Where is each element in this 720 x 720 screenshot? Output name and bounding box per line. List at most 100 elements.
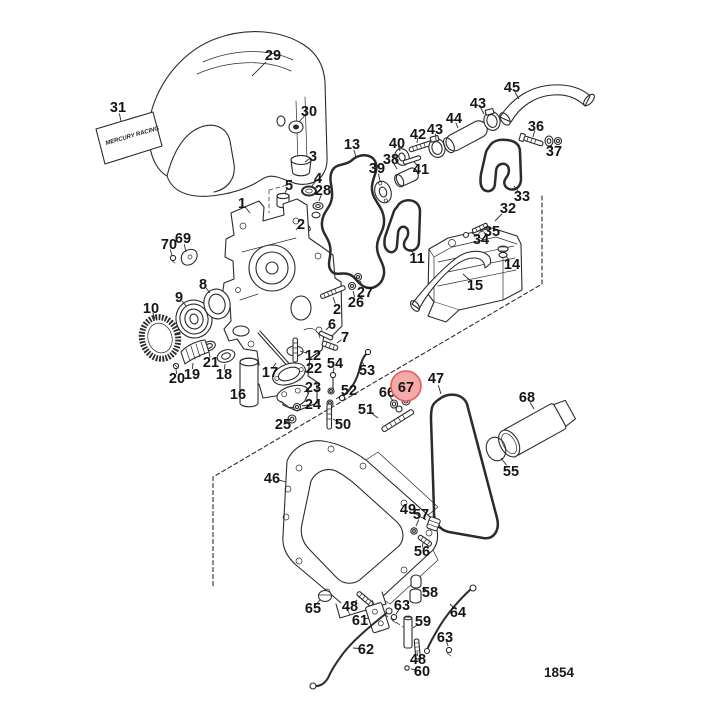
part-callout-58[interactable]: 58 (422, 585, 438, 601)
part-callout-47[interactable]: 47 (428, 371, 444, 387)
diagram-number: 1854 (544, 665, 575, 680)
part-callout-16[interactable]: 16 (230, 387, 246, 403)
part-callout-40[interactable]: 40 (389, 136, 405, 152)
leader-line-33 (513, 185, 519, 192)
part-callout-22[interactable]: 22 (306, 361, 322, 377)
part-callout-65[interactable]: 65 (305, 601, 321, 617)
part-callout-13[interactable]: 13 (344, 137, 360, 153)
part-callout-30[interactable]: 30 (301, 104, 317, 120)
part-callout-60[interactable]: 60 (414, 664, 430, 680)
part-callout-9[interactable]: 9 (175, 290, 183, 306)
part-callout-10[interactable]: 10 (143, 301, 159, 317)
part-callout-48-2[interactable]: 48 (410, 652, 426, 668)
part-callout-32[interactable]: 32 (500, 201, 516, 217)
part-callout-3[interactable]: 3 (309, 149, 317, 165)
part-callout-2-2[interactable]: 2 (333, 302, 341, 318)
leader-line-2-2 (332, 296, 336, 304)
part-callout-31[interactable]: 31 (110, 100, 126, 116)
part-callout-62[interactable]: 62 (358, 642, 374, 658)
part-callout-44[interactable]: 44 (446, 111, 462, 127)
part-callout-38[interactable]: 38 (383, 152, 399, 168)
leader-line-40 (397, 146, 401, 152)
leader-line-14 (505, 255, 510, 261)
leader-line-15 (462, 273, 470, 281)
part-callout-45[interactable]: 45 (504, 80, 520, 96)
part-callout-63-2[interactable]: 63 (437, 630, 453, 646)
part-callout-51[interactable]: 51 (358, 402, 374, 418)
part-callout-68[interactable]: 68 (519, 390, 535, 406)
leader-line-20 (175, 368, 178, 374)
part-callout-43[interactable]: 43 (427, 122, 443, 138)
part-callout-15[interactable]: 15 (467, 278, 483, 294)
part-callout-26[interactable]: 26 (348, 295, 364, 311)
part-callout-53[interactable]: 53 (359, 363, 375, 379)
leader-line-28 (318, 194, 322, 202)
part-callout-14[interactable]: 14 (504, 257, 520, 273)
highlight-circle (390, 370, 422, 402)
part-callout-18[interactable]: 18 (216, 367, 232, 383)
part-callout-61[interactable]: 61 (352, 613, 368, 629)
part-callout-25[interactable]: 25 (275, 417, 291, 433)
part-callout-64[interactable]: 64 (450, 605, 466, 621)
part-callout-2[interactable]: 2 (297, 217, 305, 233)
part-callout-12[interactable]: 12 (305, 348, 321, 364)
part-callout-34[interactable]: 34 (473, 232, 489, 248)
leader-line-17 (272, 362, 277, 369)
part-callout-20[interactable]: 20 (169, 371, 185, 387)
part-callout-67[interactable]: 67 (398, 380, 414, 396)
part-callout-5[interactable]: 5 (285, 178, 293, 194)
part-callout-21[interactable]: 21 (203, 355, 219, 371)
part-callout-46[interactable]: 46 (264, 471, 280, 487)
part-callout-8[interactable]: 8 (199, 277, 207, 293)
leader-line-59 (412, 623, 419, 629)
part-callout-6[interactable]: 6 (328, 317, 336, 333)
part-callout-57[interactable]: 57 (413, 507, 429, 523)
part-callout-52[interactable]: 52 (341, 383, 357, 399)
part-callout-39[interactable]: 39 (369, 161, 385, 177)
part-callout-23[interactable]: 23 (305, 380, 321, 396)
part-callout-69[interactable]: 69 (175, 231, 191, 247)
leader-lines (118, 61, 554, 671)
part-callout-28[interactable]: 28 (315, 183, 331, 199)
leader-line-32 (494, 213, 503, 222)
hose-45-art (499, 84, 595, 126)
part-callout-37[interactable]: 37 (546, 144, 562, 160)
part-callout-50[interactable]: 50 (335, 417, 351, 433)
part-callout-36[interactable]: 36 (528, 119, 544, 135)
part-callout-42[interactable]: 42 (410, 127, 426, 143)
leader-line-45 (514, 92, 520, 100)
part-callout-59[interactable]: 59 (415, 614, 431, 630)
part-callout-1[interactable]: 1 (238, 196, 246, 212)
part-callout-63[interactable]: 63 (394, 598, 410, 614)
part-callout-48[interactable]: 48 (342, 599, 358, 615)
part-callout-56[interactable]: 56 (414, 544, 430, 560)
leader-line-50 (332, 418, 339, 423)
part-callout-29[interactable]: 29 (265, 48, 281, 64)
leader-line-5 (284, 188, 288, 194)
part-callout-70[interactable]: 70 (161, 237, 177, 253)
part-callout-49[interactable]: 49 (400, 502, 416, 518)
part-callout-7[interactable]: 7 (341, 330, 349, 346)
part-callout-43-2[interactable]: 43 (470, 96, 486, 112)
part-callout-24[interactable]: 24 (305, 397, 321, 413)
part-callout-35[interactable]: 35 (484, 224, 500, 240)
part-callout-33[interactable]: 33 (514, 189, 530, 205)
leader-line-2 (295, 226, 300, 231)
leader-line-56 (421, 542, 424, 548)
leader-line-13 (353, 149, 357, 158)
part-callout-17[interactable]: 17 (262, 365, 278, 381)
part-callout-41[interactable]: 41 (413, 162, 429, 178)
leader-line-47 (437, 385, 442, 395)
part-callout-11[interactable]: 11 (409, 251, 424, 267)
leader-line-49 (415, 513, 427, 521)
part-callout-4[interactable]: 4 (314, 171, 322, 187)
part-callout-55[interactable]: 55 (503, 464, 519, 480)
leader-line-21 (208, 351, 211, 358)
leader-line-43-2 (480, 107, 485, 115)
part-callout-19[interactable]: 19 (184, 367, 200, 383)
leader-line-69 (183, 244, 187, 253)
part-callout-27[interactable]: 27 (357, 285, 373, 301)
leader-line-27 (359, 280, 364, 288)
part-callout-54[interactable]: 54 (327, 356, 343, 372)
